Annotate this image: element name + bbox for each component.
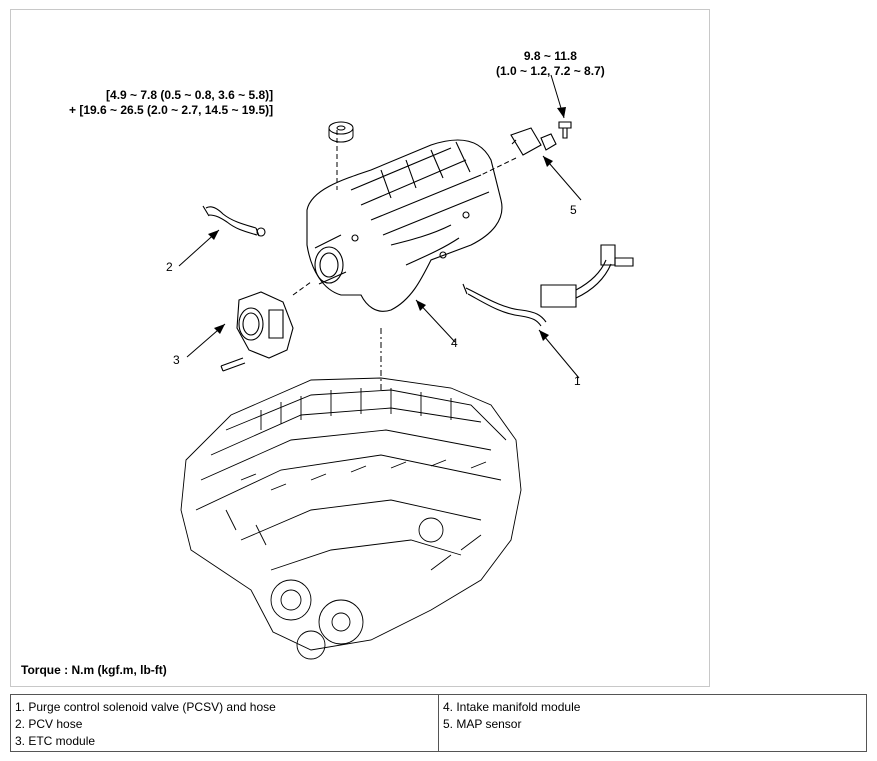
map-sensor-torque-line1: 9.8 ~ 11.8 <box>523 49 577 63</box>
center-line-map <box>480 157 517 176</box>
etc-module <box>220 291 294 372</box>
intake-bolt-torque-spec: [4.9 ~ 7.8 (0.5 ~ 0.8, 3.6 ~ 5.8)] + [19… <box>69 88 273 118</box>
legend-item: 2. PCV hose <box>15 717 83 731</box>
pcv-hose <box>202 205 266 237</box>
callout-3: 3 <box>173 353 180 367</box>
center-line-etc <box>292 281 312 296</box>
callout-2: 2 <box>166 260 173 274</box>
legend-item: 3. ETC module <box>15 734 96 748</box>
map-sensor <box>510 121 572 156</box>
legend-item: 4. Intake manifold module <box>443 700 581 714</box>
legend-column-left: 1. Purge control solenoid valve (PCSV) a… <box>11 695 438 751</box>
callout-4: 4 <box>451 336 458 350</box>
leader-arrowheads <box>208 107 566 341</box>
callout-1: 1 <box>574 374 581 388</box>
map-sensor-torque-line2: (1.0 ~ 1.2, 7.2 ~ 8.7) <box>496 64 605 78</box>
parts-legend-table: 1. Purge control solenoid valve (PCSV) a… <box>10 694 867 752</box>
engine-assembly <box>180 377 522 660</box>
pcsv-and-hose <box>462 244 634 327</box>
exploded-view-drawing <box>178 74 634 660</box>
torque-units-note: Torque : N.m (kgf.m, lb-ft) <box>21 663 167 677</box>
legend-column-right: 4. Intake manifold module 5. MAP sensor <box>438 695 866 751</box>
map-sensor-torque-spec: 9.8 ~ 11.8 (1.0 ~ 1.2, 7.2 ~ 8.7) <box>496 49 605 79</box>
intake-manifold-module <box>306 139 503 312</box>
manifold-bolt-washer <box>328 121 354 143</box>
intake-bolt-torque-line1: [4.9 ~ 7.8 (0.5 ~ 0.8, 3.6 ~ 5.8)] <box>106 88 274 102</box>
legend-item: 5. MAP sensor <box>443 717 522 731</box>
legend-item: 1. Purge control solenoid valve (PCSV) a… <box>15 700 276 714</box>
diagram-figure: [4.9 ~ 7.8 (0.5 ~ 0.8, 3.6 ~ 5.8)] + [19… <box>10 9 710 687</box>
intake-bolt-torque-line2: + [19.6 ~ 26.5 (2.0 ~ 2.7, 14.5 ~ 19.5)] <box>69 103 274 117</box>
callout-5: 5 <box>570 203 577 217</box>
